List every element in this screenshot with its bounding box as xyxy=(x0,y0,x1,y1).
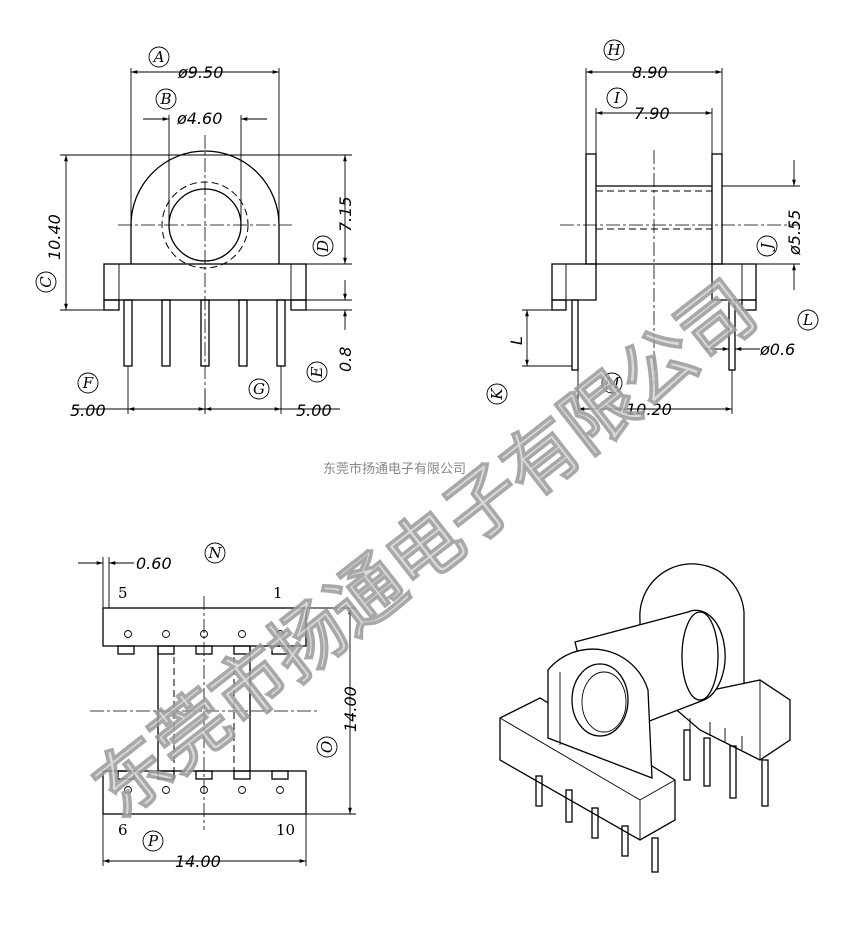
dim-h-text: 8.90 xyxy=(632,63,668,82)
label-h: H xyxy=(606,41,621,59)
label-g: G xyxy=(253,380,265,398)
dim-i-text: 7.90 xyxy=(634,104,670,123)
dim-d-text: 7.15 xyxy=(336,196,355,232)
front-pins xyxy=(123,299,286,367)
label-e: E xyxy=(308,366,326,378)
pin-number-6: 6 xyxy=(118,821,128,839)
isometric-view xyxy=(499,563,791,873)
dim-l-text: ø0.6 xyxy=(759,340,795,359)
dim-a-text: ø9.50 xyxy=(177,63,223,82)
dim-n-text: 0.60 xyxy=(136,554,172,573)
iso-back-pins xyxy=(683,729,769,807)
dim-p-text: 14.00 xyxy=(175,852,221,871)
label-a: A xyxy=(152,48,165,66)
company-small-text: 东莞市扬通电子有限公司 xyxy=(323,461,466,477)
dim-j-text: ø5.55 xyxy=(785,210,804,256)
label-p: P xyxy=(147,832,159,850)
label-b: B xyxy=(159,90,171,108)
dim-g-text: 5.00 xyxy=(296,401,332,420)
label-f: F xyxy=(82,374,94,392)
iso-front-pins xyxy=(535,775,659,873)
pin-number-1: 1 xyxy=(273,584,283,602)
dim-m-text: 10.20 xyxy=(626,400,672,419)
dim-c-text: 10.40 xyxy=(45,214,64,260)
label-k: K xyxy=(488,388,506,401)
dim-o-text: 14.00 xyxy=(341,686,360,732)
dim-e-text: 0.8 xyxy=(336,347,355,372)
label-j: J xyxy=(758,242,776,252)
label-n: N xyxy=(207,544,222,562)
watermark-text: 东莞市扬通电子有限公司 xyxy=(78,265,772,834)
side-view: 8.90 H 7.90 I ø5.55 J L K ø0.6 L xyxy=(486,39,819,419)
dim-k-text: L xyxy=(507,336,526,345)
pin-number-5: 5 xyxy=(118,584,128,602)
bottom-view: 0.60 N 14.00 O 14.00 P 5 1 6 10 xyxy=(78,542,360,871)
front-view: ø9.50 A ø4.60 B 10.40 C 7.15 D 0.8 E xyxy=(35,46,355,420)
front-flange-outline xyxy=(130,150,280,264)
label-c: C xyxy=(37,276,55,288)
pin-number-10: 10 xyxy=(276,821,295,839)
label-l: L xyxy=(802,311,813,329)
label-i: I xyxy=(613,89,621,107)
label-m: M xyxy=(603,374,620,392)
label-o: O xyxy=(318,741,336,753)
label-d: D xyxy=(314,240,332,253)
dim-b-text: ø4.60 xyxy=(176,109,222,128)
dim-f-text: 5.00 xyxy=(70,401,106,420)
